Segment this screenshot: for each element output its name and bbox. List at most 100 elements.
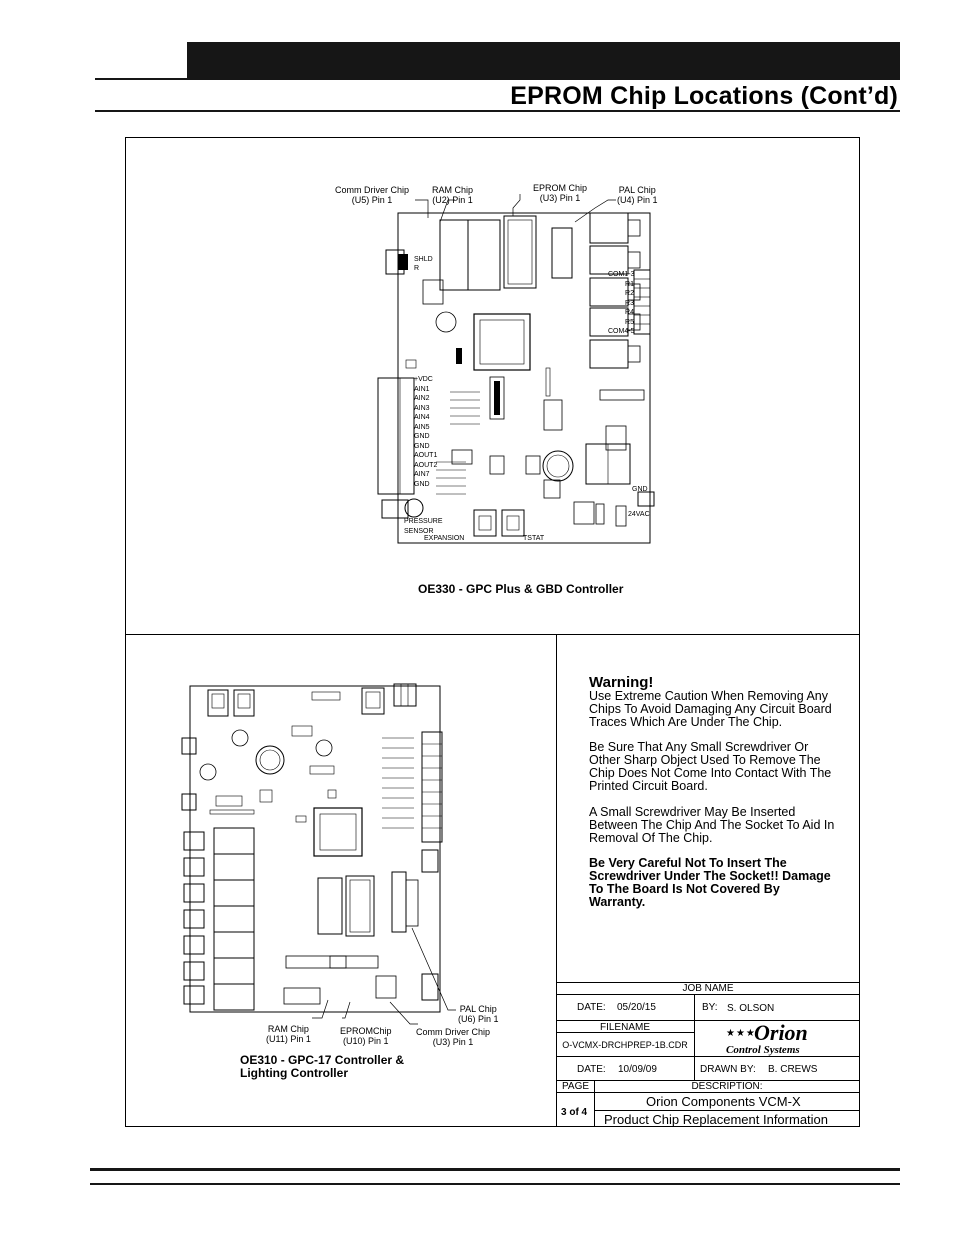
pressure-sensor-line1: PRESSURE [404, 518, 443, 525]
footer-rule-top [90, 1168, 900, 1171]
relay-label: R2 [625, 290, 634, 297]
tb-description-label: DESCRIPTION: [691, 1081, 763, 1092]
warning-p2-line: Printed Circuit Board. [589, 779, 708, 793]
orion-logo-sub: Control Systems [726, 1044, 800, 1056]
frame-divider-vertical [556, 634, 557, 1127]
terminal-labels-left: +VDC AIN1 AIN2 AIN3 AIN4 AIN5 GND GND AO… [414, 375, 437, 489]
board-label-expansion: EXPANSION [424, 535, 465, 542]
terminal-label: AIN3 [414, 404, 430, 412]
header-rule-lower [95, 110, 900, 112]
tb-filename-value: O-VCMX-DRCHPREP-1B.CDR [562, 1040, 688, 1050]
warning-title: Warning! [589, 674, 654, 691]
callout-pal-u4-line2: (U4) Pin 1 [617, 195, 658, 205]
callout-eprom-u10-line1: EPROMChip [340, 1026, 392, 1036]
tb-vrule [694, 1020, 695, 1080]
terminal-label: AIN4 [414, 414, 430, 421]
tb-job-name-label: JOB NAME [682, 983, 734, 994]
drawing-frame [125, 137, 860, 1127]
callout-comm-driver-u3-line1: Comm Driver Chip [416, 1027, 491, 1037]
tb-date2-label: DATE: [577, 1064, 606, 1075]
tb-filename-label: FILENAME [599, 1022, 650, 1033]
callout-ram-u11: RAM Chip (U11) Pin 1 [266, 1024, 311, 1044]
top-diagram-caption: OE330 - GPC Plus & GBD Controller [418, 582, 624, 596]
tb-drawn-by-value: B. CREWS [768, 1064, 818, 1075]
board-label-gnd: GND [632, 486, 648, 493]
callout-comm-driver-u5-line1: Comm Driver Chip [335, 185, 410, 195]
callout-ram-u2: RAM Chip (U2) Pin 1 [432, 185, 473, 205]
callout-pal-u6-line2: (U6) Pin 1 [458, 1014, 499, 1024]
board-label-shld: SHLD [414, 256, 433, 263]
tb-by-value: S. OLSON [727, 1003, 775, 1014]
warning-p3-line: Between The Chip And The Socket To Aid I… [589, 818, 835, 832]
tb-rule [556, 994, 860, 995]
tb-rule [556, 1080, 860, 1081]
callout-comm-driver-u5: Comm Driver Chip (U5) Pin 1 [335, 185, 409, 205]
warning-p4-line: Be Very Careful Not To Insert The [589, 856, 787, 870]
warning-paragraph-2: Be Sure That Any Small Screwdriver Or Ot… [589, 741, 859, 793]
relay-label: R3 [625, 299, 634, 307]
tb-description-line1: Orion Components VCM-X [646, 1094, 801, 1109]
tb-rule [594, 1110, 860, 1111]
relay-labels-right: COM1-3 R1 R2 R3 R4 R5 COM4-5 [608, 270, 634, 337]
footer-rule-bottom [90, 1183, 900, 1185]
callout-pal-u4: PAL Chip (U4) Pin 1 [617, 185, 658, 205]
callout-pal-u6-line1: PAL Chip [459, 1004, 497, 1014]
tb-rule [556, 1056, 860, 1057]
page-title: EPROM Chip Locations (Cont’d) [510, 82, 898, 110]
frame-divider-horizontal [125, 634, 860, 635]
bottom-diagram-caption: OE310 - GPC-17 Controller & Lighting Con… [240, 1054, 404, 1080]
callout-eprom-u10-line2: (U10) Pin 1 [342, 1036, 389, 1046]
terminal-label: AIN2 [414, 395, 430, 402]
terminal-label: AOUT1 [414, 452, 438, 459]
tb-vrule [694, 994, 695, 1020]
warning-p3-line: Removal Of The Chip. [589, 831, 713, 845]
callout-pal-u4-line1: PAL Chip [618, 185, 656, 195]
callout-eprom-u10: EPROMChip (U10) Pin 1 [340, 1026, 392, 1046]
terminal-label: GND [414, 433, 430, 440]
tb-rule [556, 1032, 694, 1033]
relay-label: R4 [625, 309, 634, 316]
board-label-r: R [414, 265, 420, 272]
callout-eprom-u3: EPROM Chip (U3) Pin 1 [533, 183, 587, 203]
relay-label: COM4-5 [608, 328, 635, 335]
tb-rule [556, 982, 860, 983]
terminal-label: AIN1 [414, 385, 430, 393]
warning-p1-line: Traces Which Are Under The Chip. [589, 715, 783, 729]
bottom-caption-line1: OE310 - GPC-17 Controller & [240, 1053, 405, 1067]
warning-paragraph-1: Use Extreme Caution When Removing Any Ch… [589, 690, 859, 729]
board-label-pressure-sensor: PRESSURE SENSOR [404, 517, 443, 536]
pressure-sensor-line2: SENSOR [404, 527, 434, 535]
tb-drawn-by-label: DRAWN BY: [700, 1064, 756, 1075]
warning-p2-line: Be Sure That Any Small Screwdriver Or [589, 740, 809, 754]
warning-p3-line: A Small Screwdriver May Be Inserted [589, 805, 796, 819]
warning-p4-line: Screwdriver Under The Socket!! Damage [589, 869, 831, 883]
tb-page-value: 3 of 4 [561, 1107, 588, 1118]
oe330-board-diagram [377, 194, 655, 544]
terminal-label: AIN7 [414, 471, 430, 478]
tb-rule [556, 1020, 860, 1021]
warning-p1-line: Chips To Avoid Damaging Any Circuit Boar… [589, 702, 832, 716]
tb-date-value: 05/20/15 [617, 1002, 656, 1013]
tb-by-label: BY: [702, 1002, 718, 1013]
callout-eprom-u3-line2: (U3) Pin 1 [539, 193, 581, 203]
orion-logo-stars: ★★★ [726, 1028, 756, 1039]
terminal-label: GND [414, 442, 430, 450]
callout-comm-driver-u3-line2: (U3) Pin 1 [432, 1037, 474, 1047]
callout-ram-u11-line2: (U11) Pin 1 [266, 1034, 311, 1044]
warning-paragraph-4: Be Very Careful Not To Insert The Screwd… [589, 857, 859, 909]
warning-paragraph-3: A Small Screwdriver May Be Inserted Betw… [589, 806, 859, 845]
warning-p2-line: Other Sharp Object Used To Remove The [589, 753, 821, 767]
relay-label: R5 [625, 318, 634, 326]
callout-comm-driver-u3: Comm Driver Chip (U3) Pin 1 [416, 1027, 490, 1047]
tb-page-label: PAGE [562, 1081, 590, 1092]
warning-p4-line: Warranty. [589, 895, 646, 909]
warning-p2-line: Chip Does Not Come Into Contact With The [589, 766, 832, 780]
relay-label: R1 [625, 280, 634, 288]
orion-logo: ★★★ Orion Control Systems [720, 1020, 840, 1058]
orion-logo-name: Orion [754, 1020, 808, 1045]
oe310-board-diagram [181, 683, 456, 1025]
board-label-24vac: 24VAC [628, 511, 650, 518]
board-label-tstat: TSTAT [523, 535, 545, 542]
callout-eprom-u3-line1: EPROM Chip [533, 183, 588, 193]
terminal-label: GND [414, 480, 430, 488]
